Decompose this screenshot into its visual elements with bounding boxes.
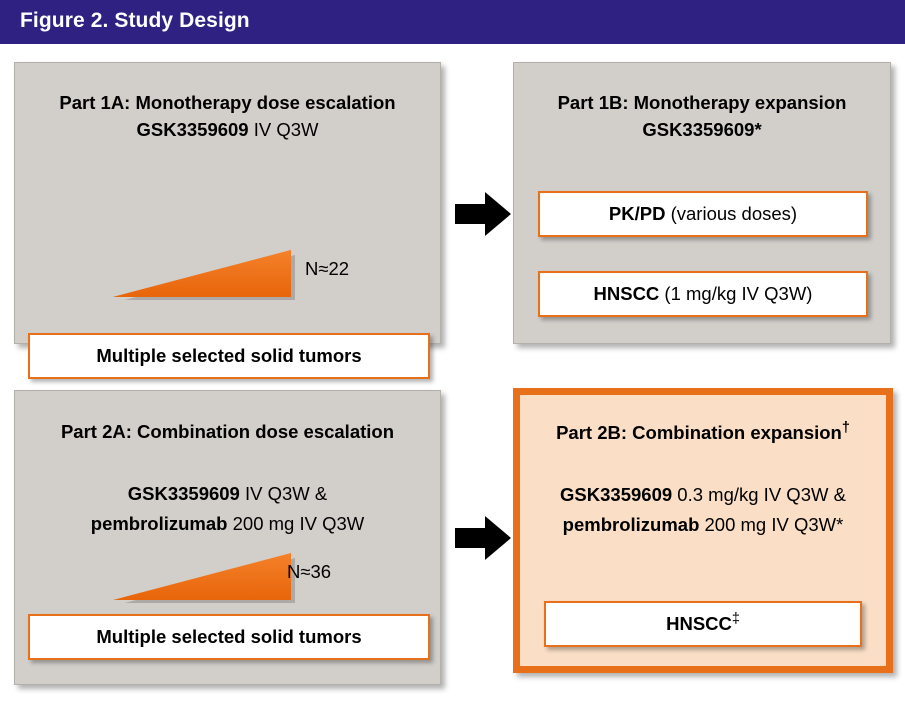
part-2a-drug-schedule: IV Q3W & bbox=[239, 483, 328, 504]
part-2a-n-label: N≈36 bbox=[287, 561, 332, 582]
part-1b-cohort-pkpd-detail: (various doses) bbox=[665, 202, 798, 224]
part-2b-title: Part 2B: Combination expansion† bbox=[520, 419, 886, 446]
part-2b-drug-line-1: GSK3359609 0.3 mg/kg IV Q3W & bbox=[520, 481, 886, 508]
part-2a-tumor-label: Multiple selected solid tumors bbox=[96, 625, 362, 647]
part-1a-tumor-box: Multiple selected solid tumors bbox=[28, 333, 430, 379]
orange-escalation-triangle-icon bbox=[113, 250, 295, 300]
part-2a-title: Part 2A: Combination dose escalation bbox=[60, 421, 395, 442]
part-2b-combo-drug-name: pembrolizumab bbox=[562, 514, 700, 535]
part-2a-combo-drug-schedule: 200 mg IV Q3W bbox=[227, 513, 365, 534]
part-1a-drug-schedule: IV Q3W bbox=[248, 119, 319, 140]
part-2b-drug-line-2: pembrolizumab 200 mg IV Q3W* bbox=[520, 511, 886, 538]
part-1b-cohort-box-pkpd: PK/PD (various doses) bbox=[538, 191, 868, 237]
part-1a-n-label: N≈22 bbox=[305, 258, 350, 279]
part-1a-drug-name: GSK3359609 bbox=[136, 119, 249, 140]
part-2a-drug-line-2: pembrolizumab 200 mg IV Q3W bbox=[15, 510, 440, 537]
part-1b-cohort-hnscc-detail: (1 mg/kg IV Q3W) bbox=[659, 282, 813, 304]
panel-part-1a: Part 1A: Monotherapy dose escalation GSK… bbox=[14, 62, 441, 379]
part-1b-cohort-pkpd-name: PK/PD bbox=[608, 202, 666, 224]
right-arrow-icon-top bbox=[452, 188, 514, 240]
part-2b-drug-name: GSK3359609 bbox=[560, 484, 673, 505]
panel-part-2b: Part 2B: Combination expansion† GSK33596… bbox=[513, 388, 893, 673]
part-1b-cohort-hnscc-name: HNSCC bbox=[593, 282, 660, 304]
part-2b-title-text: Part 2B: Combination expansion bbox=[556, 422, 842, 443]
part-2a-tumor-box: Multiple selected solid tumors bbox=[28, 614, 430, 660]
part-1b-cohort-box-hnscc: HNSCC (1 mg/kg IV Q3W) bbox=[538, 271, 868, 317]
part-2b-drug-schedule: 0.3 mg/kg IV Q3W & bbox=[672, 484, 846, 505]
part-1b-drug-line: GSK3359609* bbox=[514, 116, 890, 143]
part-2a-drug-line-1: GSK3359609 IV Q3W & bbox=[15, 480, 440, 507]
part-2a-drug-name: GSK3359609 bbox=[127, 483, 240, 504]
figure-title: Figure 2. Study Design bbox=[20, 9, 250, 32]
part-1b-drug-name: GSK3359609* bbox=[642, 119, 762, 140]
part-2b-cohort-hnscc-name: HNSCC bbox=[666, 612, 732, 634]
part-2b-combo-drug-schedule: 200 mg IV Q3W* bbox=[699, 514, 844, 535]
part-2a-combo-drug-name: pembrolizumab bbox=[90, 513, 228, 534]
orange-escalation-triangle-icon-2 bbox=[113, 553, 295, 603]
figure-header-bar: Figure 2. Study Design bbox=[0, 0, 905, 44]
part-1a-drug-line: GSK3359609 IV Q3W bbox=[15, 116, 440, 143]
part-2b-title-marker: † bbox=[841, 419, 850, 436]
panel-part-1b: Part 1B: Monotherapy expansion GSK335960… bbox=[513, 62, 891, 344]
right-arrow-icon-bottom bbox=[452, 512, 514, 564]
panel-part-2a: Part 2A: Combination dose escalation GSK… bbox=[14, 390, 441, 685]
part-2b-cohort-hnscc-marker: ‡ bbox=[731, 610, 740, 627]
part-1b-title: Part 1B: Monotherapy expansion bbox=[557, 92, 847, 113]
part-1a-title: Part 1A: Monotherapy dose escalation bbox=[59, 92, 396, 113]
part-2b-cohort-box-hnscc: HNSCC‡ bbox=[544, 601, 862, 647]
part-1a-tumor-label: Multiple selected solid tumors bbox=[96, 344, 362, 366]
